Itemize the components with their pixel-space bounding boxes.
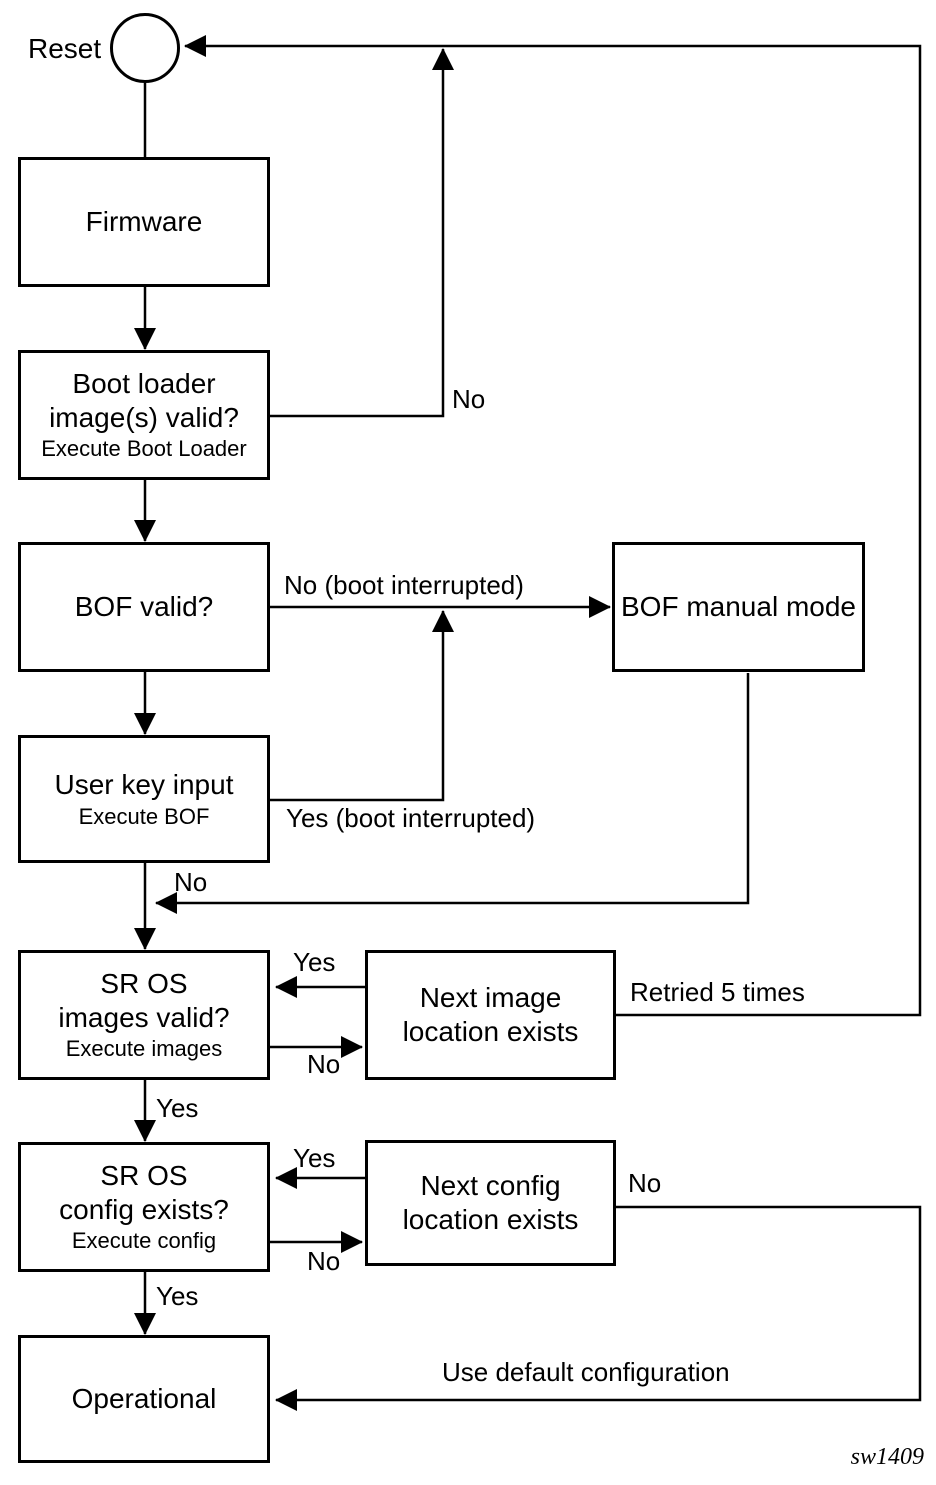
edge-label-config-yes-down: Yes	[156, 1281, 199, 1311]
figure-id-caption: sw1409	[850, 1444, 924, 1470]
edge-label-use-default: Use default configuration	[442, 1357, 730, 1387]
edge-label-images-yes-in: Yes	[293, 947, 336, 977]
edge-label-images-no-out: No	[307, 1049, 341, 1079]
reset-label: Reset	[28, 33, 102, 64]
node-sr-os-images-line2: images valid?	[58, 1001, 230, 1033]
edge-bootloader-no-up	[270, 48, 454, 418]
edge-bofmanual-merge	[155, 673, 750, 914]
edge-label-bof-valid-no: No (boot interrupted)	[284, 570, 524, 600]
node-boot-loader-line1: Boot loader	[72, 368, 216, 400]
node-next-config-line1: Next config	[420, 1170, 561, 1202]
node-sr-os-config-sub: Execute config	[71, 1228, 217, 1254]
edge-label-config-no-out: No	[307, 1246, 341, 1276]
edge-usedefault-to-operational	[275, 1205, 922, 1411]
node-operational-label: Operational	[71, 1383, 217, 1415]
node-boot-loader-line2: image(s) valid?	[49, 401, 239, 433]
edge-userkey-yes-up	[270, 610, 454, 802]
edge-label-user-key-yes: Yes (boot interrupted)	[286, 803, 536, 833]
node-next-image-line1: Next image	[419, 982, 562, 1014]
edge-label-boot-loader-no: No	[452, 384, 486, 414]
edge-label-config-yes-in: Yes	[293, 1143, 336, 1173]
node-next-config: Next config location exists	[365, 1140, 616, 1266]
edge-label-retried: Retried 5 times	[630, 977, 805, 1007]
node-firmware-label: Firmware	[85, 206, 203, 238]
node-sr-os-config: SR OS config exists? Execute config	[18, 1142, 270, 1272]
node-next-config-line2: location exists	[402, 1204, 579, 1235]
edge-label-next-config-no: No	[628, 1168, 662, 1198]
node-bof-manual-mode-label: BOF manual mode	[621, 591, 856, 623]
node-sr-os-images: SR OS images valid? Execute images	[18, 950, 270, 1080]
node-user-key-input-line1: User key input	[54, 769, 234, 800]
node-sr-os-config-line1: SR OS	[100, 1160, 188, 1192]
node-boot-loader-sub: Execute Boot Loader	[41, 436, 247, 462]
edge-label-user-key-no: No	[174, 867, 208, 897]
node-bof-manual-mode: BOF manual mode	[612, 542, 865, 672]
node-next-image-line2: location exists	[402, 1016, 579, 1047]
node-bof-valid-label: BOF valid?	[74, 591, 214, 623]
node-boot-loader: Boot loader image(s) valid? Execute Boot…	[18, 350, 270, 480]
node-sr-os-images-line1: SR OS	[100, 968, 188, 1000]
node-sr-os-config-line2: config exists?	[59, 1193, 229, 1225]
node-operational: Operational	[18, 1335, 270, 1463]
node-firmware: Firmware	[18, 157, 270, 287]
node-user-key-input: User key input Execute BOF	[18, 735, 270, 863]
reset-start-circle	[110, 13, 180, 83]
node-sr-os-images-sub: Execute images	[65, 1036, 223, 1062]
edge-retried-to-reset	[184, 35, 922, 1017]
node-bof-valid: BOF valid?	[18, 542, 270, 672]
node-user-key-input-sub: Execute BOF	[78, 803, 210, 829]
node-next-image: Next image location exists	[365, 950, 616, 1080]
edge-label-images-yes-down: Yes	[156, 1093, 199, 1123]
